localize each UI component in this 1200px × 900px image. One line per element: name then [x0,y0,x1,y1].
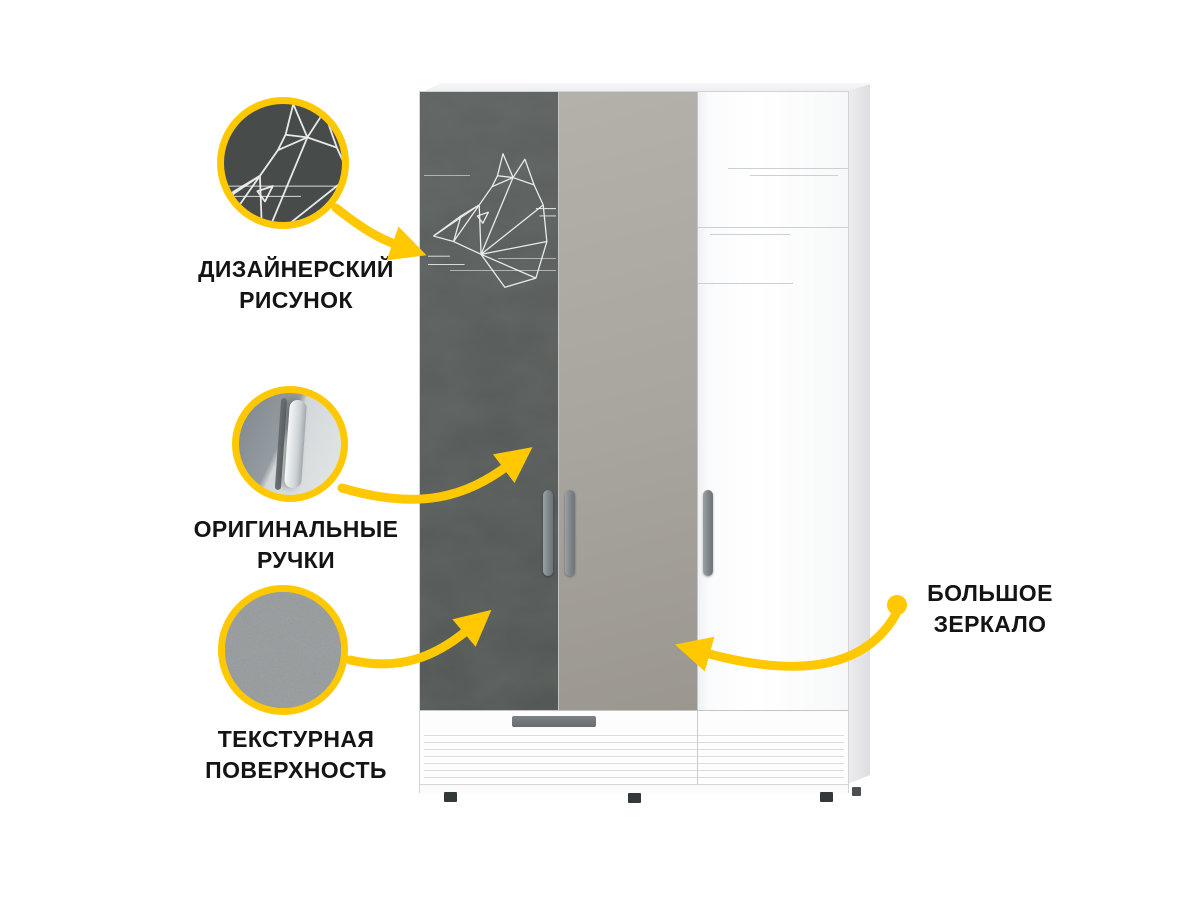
decor-line [498,258,556,259]
wardrobe-door-white [698,92,848,710]
wardrobe-foot [628,793,641,803]
decor-line [710,234,790,235]
wardrobe-door-dark [420,92,558,710]
arrow-design [331,203,427,261]
label-texture-line1: ТЕКСТУРНАЯ [217,726,375,752]
wardrobe-drawers [420,710,848,785]
wardrobe-foot [444,792,457,802]
wardrobe-door-mirror [559,92,697,710]
design-pattern-thumbnail [217,97,349,229]
wardrobe-front [420,92,848,793]
texture-thumbnail [218,585,348,715]
drawer-handle [512,716,596,727]
door-handle-right [703,490,713,576]
label-handles: ОРИГИНАЛЬНЫЕ РУЧКИ [166,514,426,577]
handle-bar [283,399,308,489]
wolf-zoom-art [224,104,342,222]
handle-thumbnail [232,386,348,502]
concrete-texture [225,592,341,708]
label-handles-line1: ОРИГИНАЛЬНЫЕ [193,516,399,542]
wardrobe-foot [852,787,861,796]
label-handles-line2: РУЧКИ [256,547,336,574]
label-design-line2: РИСУНОК [239,287,353,314]
wardrobe-foot [820,792,833,802]
dark-door-texture [420,92,558,710]
label-texture-line2: ПОВЕРХНОСТЬ [205,757,387,784]
wardrobe-plinth [420,784,848,793]
decor-line [424,175,470,176]
drawer-divider [697,711,698,785]
decor-line [750,175,838,176]
decor-line [698,227,848,228]
door-handle-middle [565,490,575,576]
decor-line [728,168,848,169]
label-mirror-line2: ЗЕРКАЛО [933,611,1047,638]
wolf-line-art [428,153,556,288]
wardrobe-side-panel [848,84,870,784]
label-mirror-line1: БОЛЬШОЕ [927,580,1053,606]
wardrobe-top-panel [420,83,870,93]
label-texture: ТЕКСТУРНАЯ ПОВЕРХНОСТЬ [166,724,426,787]
decor-line [450,270,556,271]
label-design-line1: ДИЗАЙНЕРСКИЙ [198,256,394,282]
door-handle-left [543,490,553,576]
decor-line [698,283,793,284]
label-design: ДИЗАЙНЕРСКИЙ РИСУНОК [166,254,426,317]
drawer-slats [424,729,844,781]
label-mirror: БОЛЬШОЕ ЗЕРКАЛО [900,578,1080,641]
